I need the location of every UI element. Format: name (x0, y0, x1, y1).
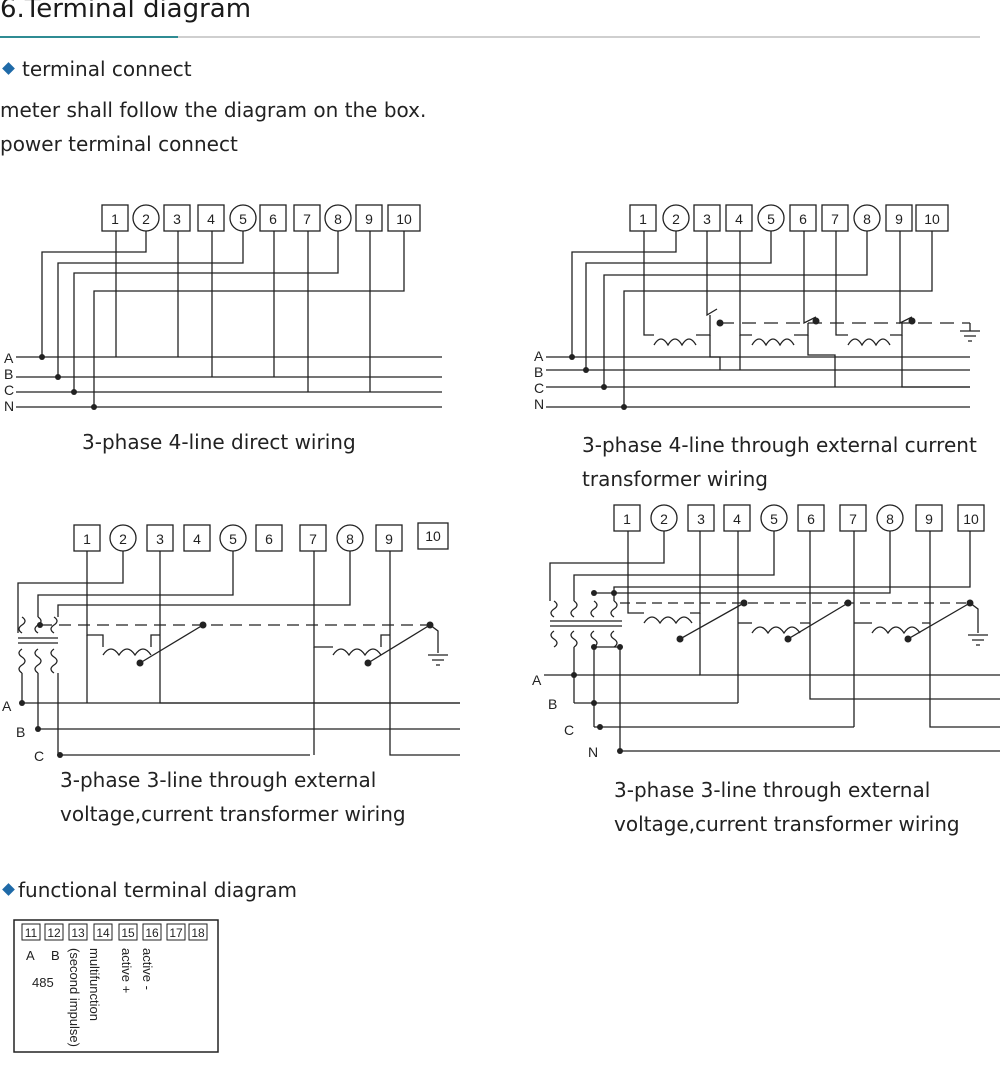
terminal-label: 5 (239, 211, 247, 227)
power-terminal-heading: power terminal connect (0, 132, 238, 156)
diagram-4-line-ct: 1 2 3 4 5 6 7 8 9 10 A B C N (534, 204, 980, 412)
functional-terminal-diagram: 11 12 13 14 15 16 17 18 A B 485 multifun… (13, 919, 219, 1053)
terminal-label: 1 (639, 211, 647, 227)
diamond-bullet-icon (2, 62, 15, 75)
terminal-label: 7 (849, 511, 857, 527)
phase-label: C (564, 722, 574, 738)
terminal-label: 6 (269, 211, 277, 227)
second-impulse-label: (second impulse) (67, 948, 82, 1047)
terminal-label: 7 (831, 211, 839, 227)
diagram-caption: 3-phase 3-line through external (60, 768, 377, 792)
terminal-label: 6 (807, 511, 815, 527)
phase-label: A (532, 672, 542, 688)
rs485-b-label: B (51, 948, 60, 963)
terminal-label: 10 (963, 511, 979, 527)
diagram-caption: 3-phase 4-line through external current (582, 433, 977, 457)
phase-label: A (4, 350, 14, 366)
terminal-label: 8 (863, 211, 871, 227)
phase-label: C (534, 380, 544, 396)
diagram-3-line-vt-ct-n: 1 2 3 4 5 6 7 8 9 10 A B C N (532, 504, 1000, 760)
terminal-label: 2 (660, 511, 668, 527)
phase-label: B (4, 366, 13, 382)
diagram-caption: voltage,current transformer wiring (614, 812, 960, 836)
terminal-label: 7 (309, 531, 317, 547)
phase-label: B (16, 724, 25, 740)
terminal-label: 11 (25, 926, 38, 940)
terminal-label: 3 (697, 511, 705, 527)
phase-label: A (534, 348, 544, 364)
terminal-label: 4 (193, 531, 201, 547)
phase-label: N (4, 398, 14, 414)
terminal-label: 1 (623, 511, 631, 527)
active-minus-label: active - (140, 948, 155, 990)
terminal-label: 10 (924, 211, 940, 227)
terminal-label: 15 (121, 926, 135, 940)
terminal-label: 3 (703, 211, 711, 227)
terminal-label: 8 (886, 511, 894, 527)
phase-label: B (548, 696, 557, 712)
diagram-3-line-vt-ct: 1 2 3 4 5 6 7 8 9 10 A B C (2, 522, 460, 764)
section-terminal-connect: terminal connect (22, 57, 192, 81)
diamond-bullet-icon (2, 883, 15, 896)
terminal-label: 12 (47, 926, 61, 940)
phase-label: C (4, 382, 14, 398)
terminal-label: 1 (111, 211, 119, 227)
instruction-text: meter shall follow the diagram on the bo… (0, 98, 427, 122)
phase-label: N (588, 744, 598, 760)
section-functional-terminal: functional terminal diagram (18, 878, 297, 902)
title-divider (0, 36, 980, 38)
diagram-caption: 3-phase 4-line direct wiring (82, 430, 356, 454)
terminal-label: 2 (672, 211, 680, 227)
terminal-label: 4 (733, 511, 741, 527)
terminal-label: 4 (735, 211, 743, 227)
diagram-caption: 3-phase 3-line through external (614, 778, 931, 802)
diagram-caption: transformer wiring (582, 467, 768, 491)
terminal-label: 17 (169, 926, 183, 940)
terminal-label: 1 (83, 531, 91, 547)
phase-label: A (2, 698, 12, 714)
terminal-label: 3 (156, 531, 164, 547)
diagram-4-line-direct: 1 2 3 4 5 6 7 8 9 10 A B C N (4, 204, 442, 414)
terminal-label: 9 (365, 211, 373, 227)
terminal-label: 5 (767, 211, 775, 227)
terminal-label: 9 (895, 211, 903, 227)
terminal-label: 7 (303, 211, 311, 227)
terminal-label: 8 (334, 211, 342, 227)
terminal-label: 13 (71, 926, 85, 940)
terminal-label: 10 (425, 528, 441, 544)
rs485-label: 485 (32, 975, 54, 990)
terminal-label: 10 (396, 211, 412, 227)
rs485-a-label: A (26, 948, 35, 963)
terminal-label: 4 (207, 211, 215, 227)
terminal-label: 5 (770, 511, 778, 527)
terminal-label: 14 (96, 926, 110, 940)
diagram-caption: voltage,current transformer wiring (60, 802, 406, 826)
terminal-label: 16 (145, 926, 159, 940)
terminal-label: 3 (173, 211, 181, 227)
title-accent-bar (0, 36, 178, 38)
terminal-label: 2 (142, 211, 150, 227)
page-title: 6.Terminal diagram (0, 0, 252, 24)
terminal-label: 18 (191, 926, 205, 940)
multifunction-label: multifunction (87, 948, 102, 1021)
terminal-label: 6 (799, 211, 807, 227)
terminal-label: 9 (925, 511, 933, 527)
terminal-label: 6 (265, 531, 273, 547)
phase-label: N (534, 396, 544, 412)
terminal-label: 9 (385, 531, 393, 547)
terminal-label: 2 (119, 531, 127, 547)
terminal-label: 8 (346, 531, 354, 547)
phase-label: C (34, 748, 44, 764)
terminal-label: 5 (229, 531, 237, 547)
phase-label: B (534, 364, 543, 380)
active-plus-label: active + (119, 948, 134, 993)
